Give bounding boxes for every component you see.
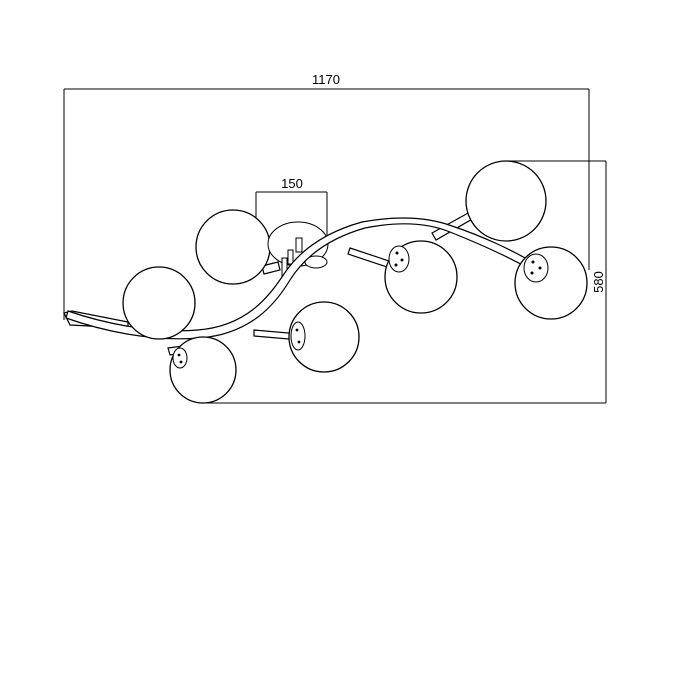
canopy-label: 150 (281, 176, 303, 191)
height-label: 580 (591, 271, 606, 293)
globe-top-right (465, 160, 547, 242)
front-globes (122, 240, 588, 404)
screw-right-1 (531, 260, 535, 264)
screw-middle-right-2 (400, 258, 404, 262)
canopy-stem-3 (287, 249, 294, 265)
globe-bottom-left (169, 336, 237, 404)
screw-middle-right-1 (395, 251, 399, 255)
width-dimension: 1170 (63, 72, 590, 320)
screw-right-3 (530, 271, 534, 275)
screw-middle-bottom-2 (297, 340, 301, 344)
canopy-stem-1 (295, 237, 303, 253)
globe-left (122, 266, 196, 340)
socket-middle-right (388, 245, 410, 273)
screw-bottom-left-1 (177, 353, 181, 357)
width-label: 1170 (312, 72, 340, 87)
screw-right-2 (538, 266, 542, 270)
screw-bottom-left-2 (179, 360, 183, 364)
globe-upper-left (195, 209, 271, 285)
globe-right (514, 246, 588, 320)
socket-right (523, 253, 549, 283)
socket-middle-bottom (290, 321, 306, 351)
globe-middle-bottom (288, 301, 360, 373)
socket-bottom-left (172, 347, 188, 369)
height-dimension: 580 (203, 160, 607, 404)
screw-middle-right-3 (394, 263, 398, 267)
arm-middle-right (347, 247, 393, 269)
center-canopy (267, 221, 329, 277)
arm-upper-left (261, 261, 281, 275)
screw-middle-bottom-1 (295, 328, 299, 332)
